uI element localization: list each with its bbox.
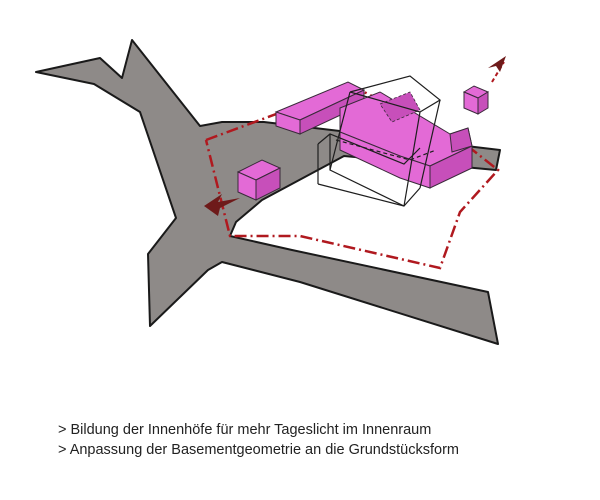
wireframe-edge-1 xyxy=(329,91,351,171)
wireframe-edge-2 xyxy=(419,99,441,189)
arrow-left-icon xyxy=(204,194,240,216)
arrow-up-icon xyxy=(488,56,506,72)
building-courtyard xyxy=(379,91,421,123)
wireframe-volume xyxy=(317,75,442,207)
arrows xyxy=(204,56,506,216)
wireframe-edge-5 xyxy=(317,183,405,207)
caption-line-2: > Anpassung der Basementgeometrie an die… xyxy=(58,442,459,458)
cube-left-side xyxy=(255,167,281,201)
wireframe-front xyxy=(329,134,421,207)
building-main-extension xyxy=(449,127,473,153)
plot-boundary xyxy=(204,84,500,270)
caption-block: > Bildung der Innenhöfe für mehr Tagesli… xyxy=(58,420,588,460)
caption-line-1: > Bildung der Innenhöfe für mehr Tagesli… xyxy=(58,422,432,438)
arrow-up-line xyxy=(491,61,505,83)
cube-right-side xyxy=(477,91,489,115)
building-masses xyxy=(236,81,490,201)
site-diagram xyxy=(35,39,506,345)
building-main-side xyxy=(429,145,473,189)
wireframe-left xyxy=(317,133,421,165)
